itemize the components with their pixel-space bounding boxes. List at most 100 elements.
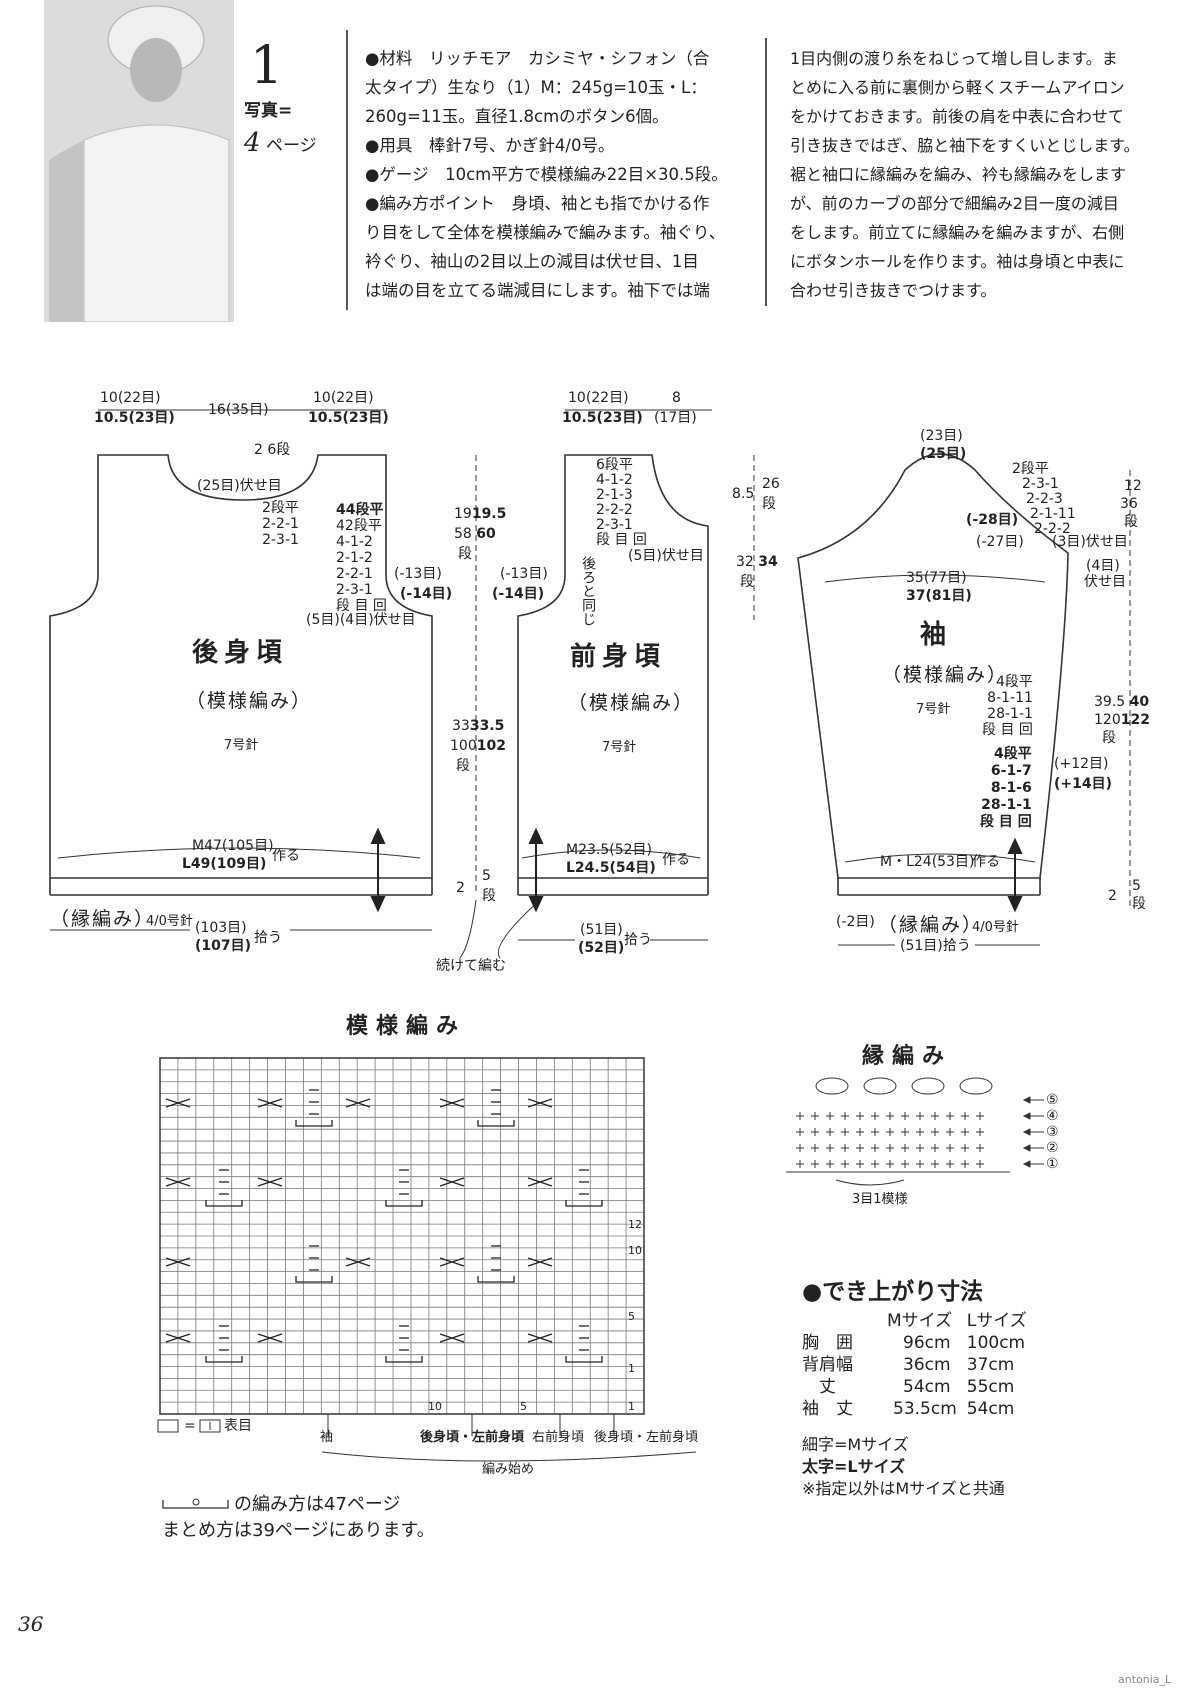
text-line: をします。前立てに縁編みを編みますが、右側 (790, 223, 1125, 242)
sleeve-cap-bind: (3目)伏せ目 (1052, 534, 1128, 550)
decrease-row: 2-3-1 (1022, 476, 1059, 492)
sleeve-cap-minus-m: (-27目) (976, 534, 1024, 550)
back-pickup-m: (103目) (195, 920, 247, 936)
front-side-unit: 段 (740, 574, 754, 590)
body-height: 3333.5 (452, 718, 504, 734)
sleeve-cap-bind2-label: 伏せ目 (1084, 574, 1126, 590)
sleeve-needle: 7号針 (916, 702, 951, 717)
text-line: 太タイプ）生なり（1）M：245g=10玉・L： (365, 78, 707, 97)
sleeve-length: 39.5 40 (1094, 694, 1149, 710)
column-divider-right (765, 38, 767, 306)
neck-rows-circled: 6 (267, 442, 277, 458)
back-edge-needle: 4/0号針 (146, 914, 193, 929)
chart-col-10: 10 (428, 1400, 442, 1413)
text-line: 合わせ引き抜きでつけます。 (790, 281, 997, 300)
photo-page-ref: 4 ページ (244, 128, 317, 158)
footer-line-2: まとめ方は39ページにあります。 (162, 1520, 435, 1541)
side-rows-m: 32 (736, 554, 754, 570)
back-body-title: 後身頃 (192, 638, 289, 668)
front-neck-width: 8 (672, 390, 681, 406)
sleeve-length-unit: 段 (1102, 730, 1116, 746)
text-line: 260g=11玉。直径1.8cmのボタン6個。 (365, 107, 669, 126)
back-neck-rows: 2 6段 (254, 442, 290, 458)
text-line: が、前のカーブの部分で細編み2目一度の減目 (790, 194, 1119, 213)
side-edge-unit: 段 (482, 888, 496, 904)
sleeve-cap-height-rows: 36 (1120, 496, 1138, 512)
front-pickup-label: 拾う (624, 932, 652, 948)
edge-row-2: ② (1046, 1140, 1059, 1156)
back-armhole-l: (-14目) (400, 586, 453, 602)
sleeve-plus-l: (+14目) (1054, 776, 1113, 792)
edge-chart-title: 縁編み (862, 1044, 953, 1069)
back-neck-width: 16(35目) (208, 402, 269, 418)
note-line: 細字=Mサイズ (802, 1435, 909, 1454)
edge-row-4: ④ (1046, 1108, 1059, 1124)
sleeve-title: 袖 (920, 620, 953, 650)
body-rows-m: 100 (450, 738, 477, 754)
front-neck-depth: 8.5 (732, 486, 755, 502)
footer-line-1: の編み方は47ページ (234, 1494, 401, 1515)
body-l: 33.5 (469, 718, 505, 734)
column-divider-left (346, 30, 348, 310)
front-same-as-back: 後ろと同じ (580, 556, 597, 626)
front-body-outline (517, 454, 709, 879)
chart-row-12: 12 (628, 1218, 642, 1231)
back-pickup-l: (107目) (195, 938, 252, 954)
back-shoulder-left-m: 10(22目) (100, 390, 161, 406)
edge-repeat: 3目1模様 (852, 1192, 908, 1207)
decrease-row: 2段平 (262, 500, 299, 516)
row-l: 54cm (966, 1399, 1015, 1419)
back-cast-l: L49(109目) (182, 856, 267, 872)
increase-row: 4段平 (994, 746, 1032, 762)
sleeve-length-rows: 120122 (1094, 712, 1150, 728)
sleeve-width-m: 35(77目) (906, 570, 967, 586)
sleeve-edge-minus: (-2目) (836, 914, 875, 930)
sleeve-cap-height-unit: 段 (1124, 514, 1138, 530)
sleeve-outline (797, 453, 1069, 879)
col-m: Mサイズ (887, 1311, 953, 1331)
sleeve-increase-m: 4段平 8-1-11 28-1-1 段 目 回 (982, 674, 1033, 738)
sleeve-rows-m: 120 (1094, 712, 1121, 728)
chart-row-1: 1 (628, 1362, 635, 1375)
note-line: ※指定以外はMサイズと共通 (802, 1479, 1005, 1498)
row-label: 丈 (819, 1377, 836, 1397)
front-neck-decrease: 6段平 4-1-2 2-1-3 2-2-2 2-3-1 段 目 回 (596, 458, 647, 548)
edge-row-5: ⑤ (1046, 1092, 1059, 1108)
front-neck-depth-unit: 段 (762, 496, 776, 512)
neck-rows-num: 2 (254, 442, 263, 458)
model-photo (44, 0, 234, 322)
photo-label: 写真= (244, 101, 293, 121)
text-line: 1目内側の渡り糸をねじって増し目します。ま (790, 49, 1118, 68)
front-pickup-l: (52目) (578, 940, 625, 956)
side-edge-cm: 2 (456, 880, 465, 896)
row-l: 55cm (966, 1377, 1015, 1397)
col-l: Lサイズ (966, 1311, 1027, 1331)
back-shoulder-decrease: 44段平 42段平 4-1-2 2-1-2 2-2-1 2-3-1 段 目 回 (336, 502, 387, 614)
decrease-row: 42段平 (336, 518, 382, 534)
sleeve-cap-height: 12 (1124, 478, 1142, 494)
increase-row: 8-1-6 (990, 780, 1032, 796)
armhole-height: 1919.5 (454, 506, 506, 522)
decrease-row: 4-1-2 (596, 472, 633, 488)
back-cast-m: M47(105目) (192, 838, 274, 854)
front-neck-sts: (17目) (654, 410, 697, 426)
decrease-row: 2-1-2 (336, 550, 373, 566)
front-body-stitch: （模様編み） (568, 692, 695, 714)
increase-row: 段 目 回 (980, 814, 1032, 830)
chart-start-label: 編み始め (482, 1462, 535, 1477)
back-shoulder-right-l: 10.5(23目) (308, 410, 389, 426)
sleeve-edge-label: （縁編み） (878, 914, 984, 936)
continue-knitting: 続けて編む (436, 958, 506, 974)
photo-page-unit: ページ (265, 136, 317, 156)
decrease-row: 2段平 (1012, 461, 1049, 477)
front-shoulder-m: 10(22目) (568, 390, 629, 406)
side-rows-l: 34 (758, 554, 778, 570)
decrease-row: 段 目 回 (336, 598, 387, 614)
decrease-row: 4-1-2 (336, 534, 373, 550)
front-body-needle: 7号針 (602, 740, 637, 755)
increase-row: 6-1-7 (990, 763, 1032, 779)
sleeve-pickup: (51目)拾う (900, 938, 971, 954)
marker-right-front: 右前身頃 (532, 1430, 585, 1445)
